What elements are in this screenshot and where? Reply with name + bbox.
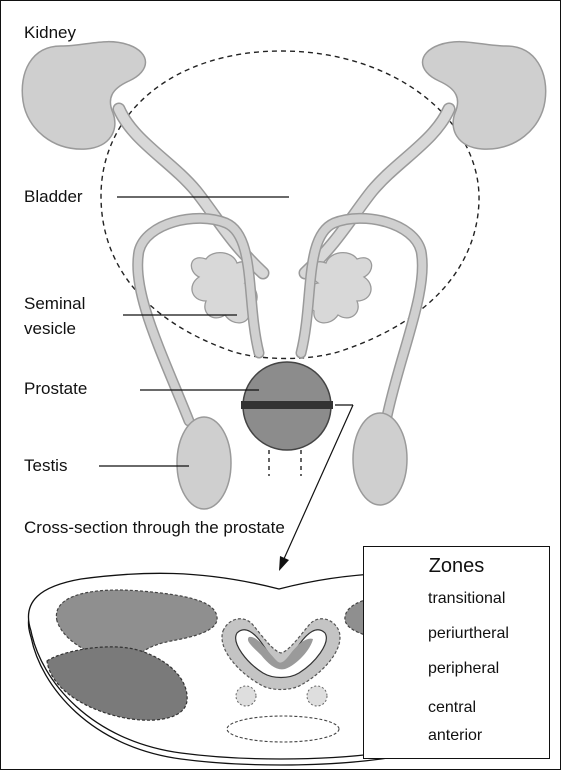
- legend-label-anterior: anterior: [428, 727, 482, 745]
- legend-title: Zones: [364, 555, 549, 578]
- label-seminal-vesicle-line1: Seminal: [24, 294, 85, 314]
- cross-section-caption: Cross-section through the prostate: [24, 518, 285, 538]
- label-bladder: Bladder: [24, 187, 83, 207]
- label-kidney: Kidney: [24, 23, 76, 43]
- bladder-outline: [101, 51, 479, 359]
- left-testis: [177, 417, 231, 509]
- legend-label-central: central: [428, 699, 476, 717]
- label-testis: Testis: [24, 456, 67, 476]
- right-testis: [353, 413, 407, 505]
- legend-label-peripheral: peripheral: [428, 660, 499, 678]
- zones-legend: Zones transitional periurtheral peripher…: [363, 546, 550, 759]
- label-prostate: Prostate: [24, 379, 87, 399]
- central-zone-left: [236, 686, 256, 706]
- legend-label-transitional: transitional: [428, 590, 505, 608]
- anterior-zone: [227, 716, 339, 742]
- central-zone-right: [307, 686, 327, 706]
- cross-section-plane: [241, 401, 333, 409]
- legend-label-periurtheral: periurtheral: [428, 625, 509, 643]
- cross-section-arrowhead: [279, 556, 289, 571]
- label-seminal-vesicle-line2: vesicle: [24, 319, 76, 339]
- right-ureter-fill: [305, 109, 449, 273]
